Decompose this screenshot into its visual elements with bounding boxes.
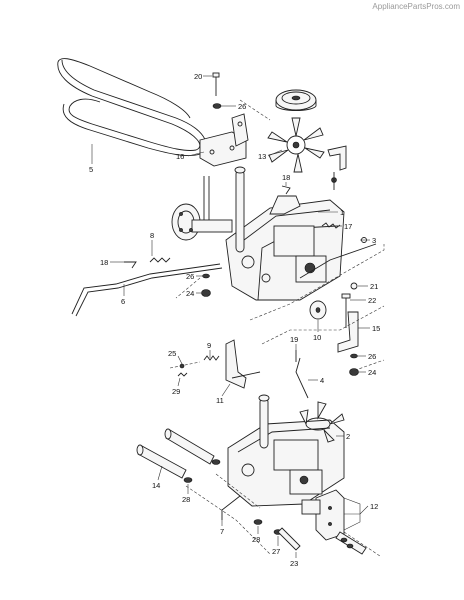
- washer-28-left[interactable]: [183, 477, 193, 483]
- nut-24-upper[interactable]: [201, 289, 211, 297]
- bolt-20[interactable]: [212, 72, 220, 96]
- bolt-22[interactable]: [341, 293, 351, 328]
- callout-28: 28: [252, 535, 260, 544]
- rod-7[interactable]: [221, 495, 241, 520]
- idler-pulley-10[interactable]: [309, 300, 327, 320]
- callout-13: 13: [258, 152, 266, 161]
- callout-21: 21: [370, 282, 378, 291]
- callout-27: 27: [272, 547, 280, 556]
- pin-18-upper[interactable]: [281, 185, 291, 195]
- washer-26-lower[interactable]: [202, 273, 210, 279]
- callout-20: 20: [194, 72, 202, 81]
- control-rod-6[interactable]: [71, 263, 223, 317]
- callout-11: 11: [216, 396, 224, 405]
- spring-17[interactable]: [321, 222, 341, 229]
- callout-24: 24: [186, 289, 194, 298]
- callout-26: 26: [186, 272, 194, 281]
- callout-26: 26: [368, 352, 376, 361]
- axle-hub-upper[interactable]: [171, 203, 233, 241]
- callout-22: 22: [368, 296, 376, 305]
- washer-28-upper[interactable]: [211, 459, 221, 465]
- bracket-15[interactable]: [337, 311, 359, 353]
- callout-12: 12: [370, 502, 378, 511]
- callout-3: 3: [372, 236, 376, 245]
- callout-23: 23: [290, 559, 298, 568]
- callout-7: 7: [220, 527, 224, 536]
- cylinder-14-left[interactable]: [136, 444, 187, 479]
- pin-18-lower[interactable]: [124, 261, 137, 269]
- axle-shaft-lower[interactable]: [335, 531, 367, 555]
- fan-bracket[interactable]: [327, 145, 347, 190]
- leader-lines: [91, 75, 370, 558]
- washer-26-right[interactable]: [350, 353, 358, 359]
- spring-29[interactable]: [177, 372, 188, 377]
- linkage-rod-4[interactable]: [295, 357, 309, 399]
- callout-26: 26: [238, 102, 246, 111]
- callout-labels: 20 26 16 5 13 18 1 17 3 8 18 6 26 24 21 …: [89, 72, 380, 568]
- callout-10: 10: [313, 333, 321, 342]
- callout-18: 18: [282, 173, 290, 182]
- callout-8: 8: [150, 231, 154, 240]
- spring-9[interactable]: [203, 355, 220, 361]
- bolt-21[interactable]: [350, 282, 358, 290]
- callout-2: 2: [346, 432, 350, 441]
- callout-19: 19: [290, 335, 298, 344]
- washer-28-lower[interactable]: [253, 519, 263, 525]
- callout-15: 15: [372, 324, 380, 333]
- transmission-lower-2[interactable]: [227, 394, 345, 507]
- callout-5: 5: [89, 165, 93, 174]
- callout-25: 25: [168, 349, 176, 358]
- callout-29: 29: [172, 387, 180, 396]
- callout-9: 9: [207, 341, 211, 350]
- callout-6: 6: [121, 297, 125, 306]
- watermark: AppliancePartsPros.com: [372, 2, 460, 11]
- callout-16: 16: [176, 152, 184, 161]
- transmission-upper-1[interactable]: [203, 166, 345, 301]
- callout-17: 17: [344, 222, 352, 231]
- pulley[interactable]: [275, 89, 317, 111]
- callout-18: 18: [100, 258, 108, 267]
- mounting-bracket-16[interactable]: [199, 113, 249, 167]
- washer-26[interactable]: [212, 103, 222, 109]
- callout-24: 24: [368, 368, 376, 377]
- cylinder-14-right[interactable]: [164, 428, 215, 465]
- callout-4: 4: [320, 376, 324, 385]
- callout-28: 28: [182, 495, 190, 504]
- bolt-23[interactable]: [277, 527, 301, 551]
- cooling-fan-13[interactable]: [267, 117, 325, 173]
- drive-belt[interactable]: [57, 58, 207, 157]
- callout-1: 1: [340, 208, 344, 217]
- cooling-fan-lower[interactable]: [299, 401, 345, 443]
- spring-8[interactable]: [149, 257, 171, 263]
- connection-lines: [169, 99, 385, 557]
- callout-14: 14: [152, 481, 160, 490]
- lever-11[interactable]: [225, 339, 261, 389]
